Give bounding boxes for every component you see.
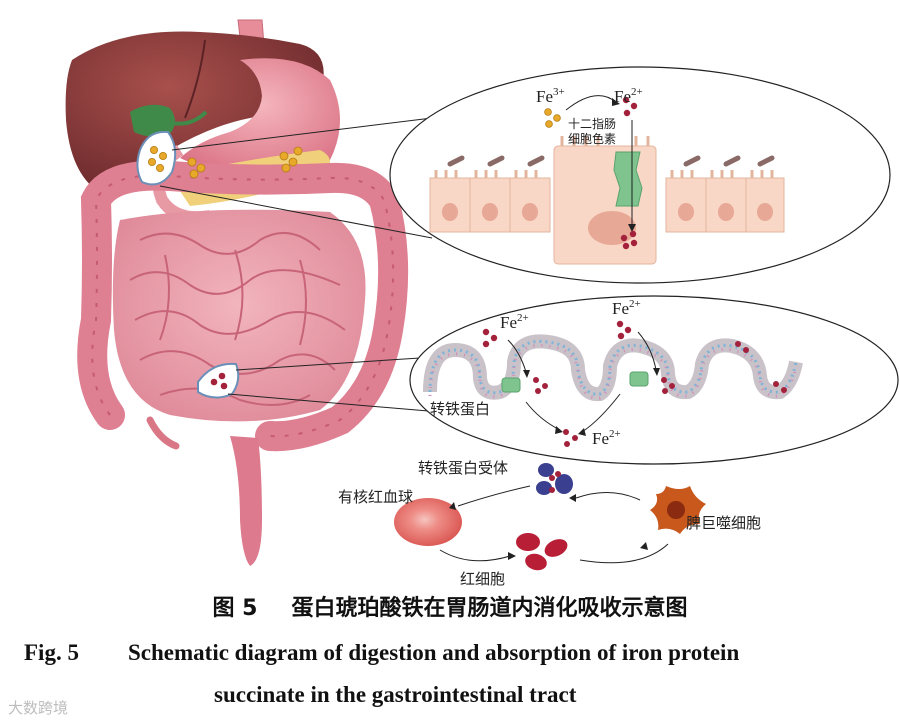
transferrin-receptor-shape [536,463,573,495]
label-dcytb-line2: 细胞色素 [568,132,617,146]
stomach [180,58,340,175]
caption-cn-number: 图 5 [212,596,258,621]
caption-en-title-line2: succinate in the gastrointestinal tract [214,682,577,707]
intestine-magnifier [197,362,240,399]
label-rbc: 红细胞 [460,570,506,588]
small-intestine [112,209,366,422]
label-transferrin-receptor: 转铁蛋白受体 [418,459,509,477]
label-fe2-villi-left: Fe2+ [500,312,529,332]
transferrin-left [501,377,521,393]
caption-en-title-line1: Schematic diagram of digestion and absor… [128,640,740,665]
zoom-villi [409,295,899,465]
dmt1-transporter [613,151,643,207]
label-fe2-villi-mid: Fe2+ [612,298,641,318]
stomach-iron-particles [187,146,303,179]
label-fe2-top: Fe2+ [614,86,643,106]
label-macrophage: 脾巨噬细胞 [686,514,762,532]
caption-cn-title: 蛋白琥珀酸铁在胃肠道内消化吸收示意图 [291,596,688,621]
nucleated-rbc-shape [394,498,462,546]
iron-cycle [394,463,706,571]
microvilli [434,136,774,178]
small-intestine-loops [129,232,346,406]
transferrin-right [629,371,649,387]
zoom-connectors [159,117,441,413]
gallbladder [130,104,175,137]
fe2-particles-villi [482,320,787,447]
fe3-particles [544,108,561,128]
label-fe3-top: Fe3+ [536,86,565,106]
watermark: 大数跨境 [8,699,69,717]
label-dcytb-line1: 十二指肠 [568,117,617,131]
rectum [230,436,262,566]
zoom-duodenum [389,66,891,284]
cycle-arrows [439,485,669,564]
uptake-arrowhead [628,224,636,232]
label-transferrin: 转铁蛋白 [430,400,491,418]
liver-fissure [184,39,206,119]
rbc-shapes [516,533,568,571]
fe2-particles-top [620,96,638,250]
label-dcytb: 十二指肠 细胞色素 [568,117,616,147]
label-fe2-blood: Fe2+ [592,428,621,448]
stomach-magnifier [136,130,177,186]
anatomy [65,19,409,566]
bile-duct [167,110,208,126]
surface-markers [447,155,775,167]
label-nucleated-rbc: 有核红血球 [338,488,414,506]
caption-cn: 图 5 蛋白琥珀酸铁在胃肠道内消化吸收示意图 [0,590,900,622]
caption-en-number: Fig. 5 [24,640,79,665]
appendix [146,416,180,450]
